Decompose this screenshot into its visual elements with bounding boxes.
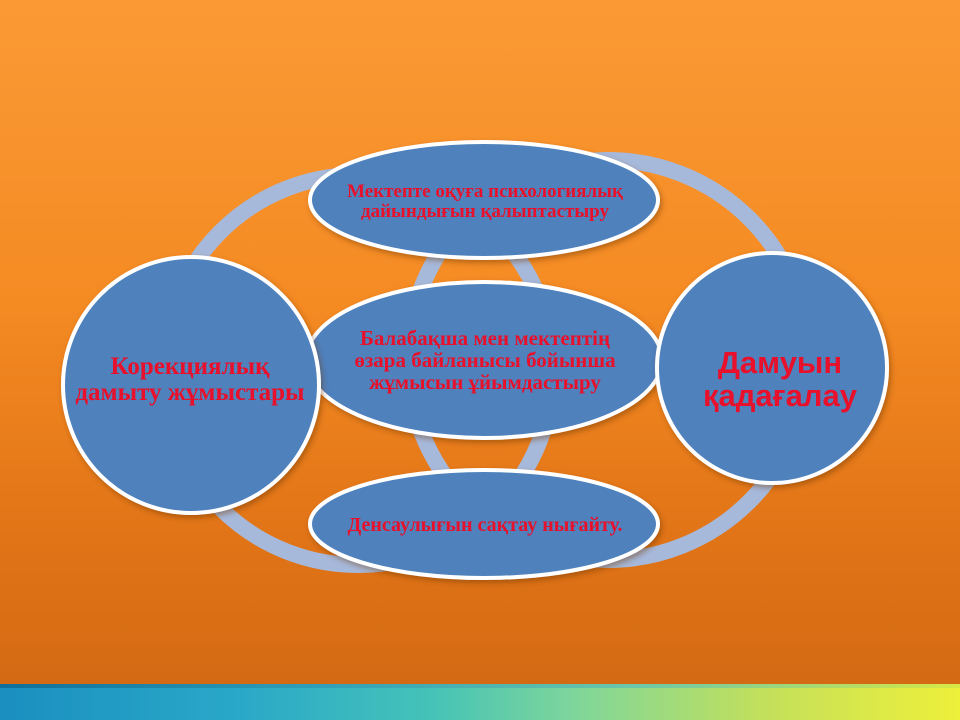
bottom-gradient-bar [0,684,960,720]
node-center-label: Балабақша мен мектептің өзара байланысы … [354,325,616,395]
node-right [655,251,889,485]
node-bottom-label: Денсаулығын сақтау нығайту. [347,513,623,536]
node-left [61,255,321,515]
node-top-label: Мектепте оқуға психологиялық дайындығын … [347,181,623,222]
node-right-label: Дамуын қадағалау [702,345,857,413]
node-top [308,140,660,260]
node-left-label: Корекциялық дамыту жұмыстары [75,352,305,406]
cycle-diagram [61,140,889,580]
node-bottom [308,468,660,580]
